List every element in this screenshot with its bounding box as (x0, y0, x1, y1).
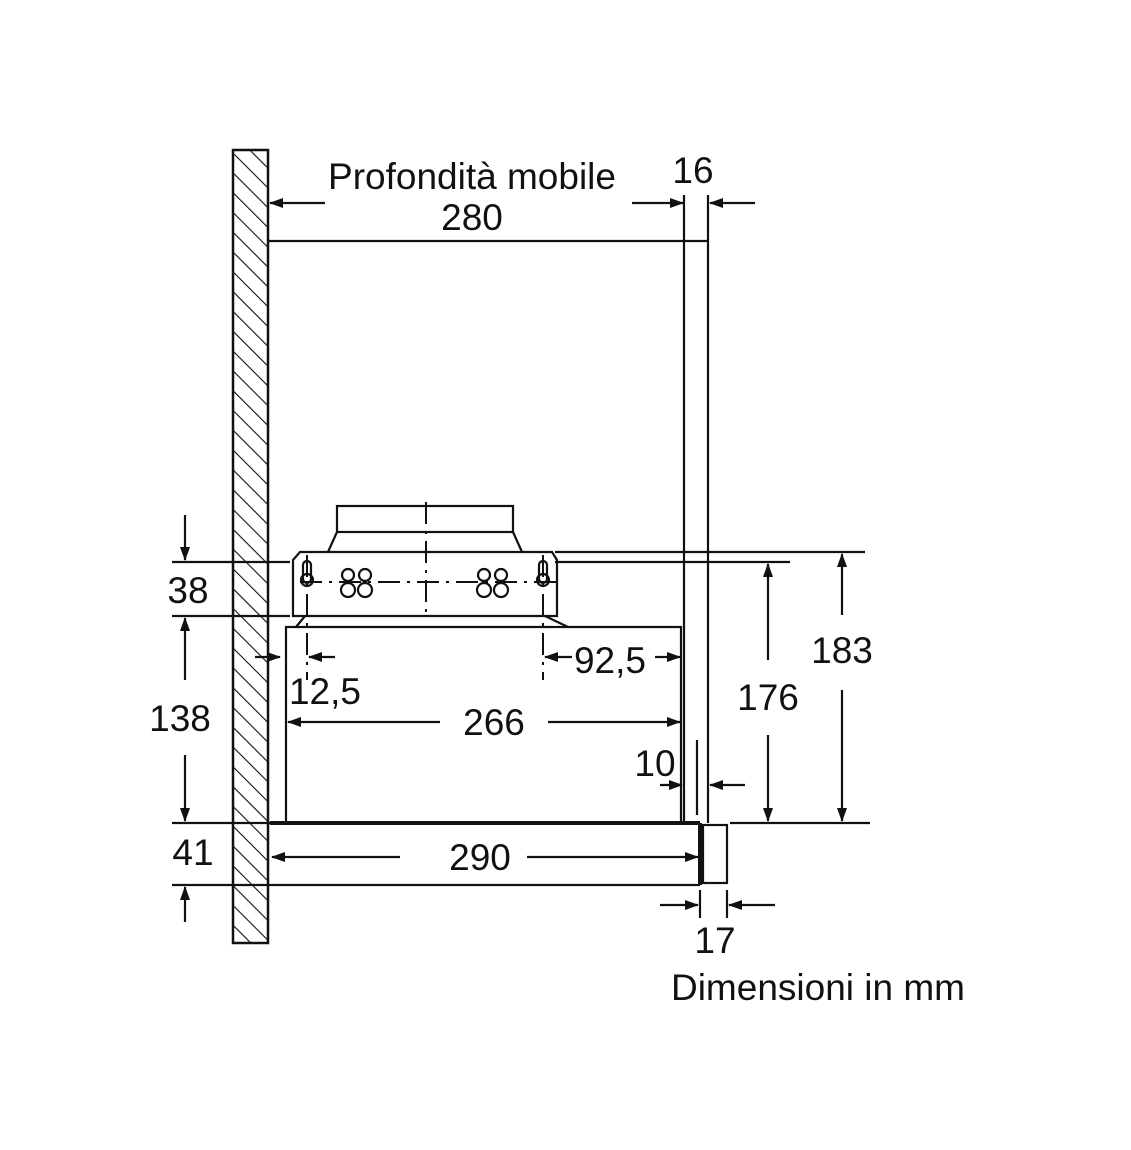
units-note: Dimensioni in mm (671, 967, 965, 1008)
dimension-arrows (180, 198, 847, 922)
hood-motor-housing (291, 502, 569, 680)
dim-290: 290 (449, 837, 511, 878)
wall (231, 148, 270, 945)
dim-10: 10 (634, 743, 675, 784)
dim-38: 38 (167, 570, 208, 611)
title-label: Profondità mobile (328, 156, 616, 197)
dim-12-5: 12,5 (289, 671, 361, 712)
dim-266: 266 (463, 702, 525, 743)
keyhole-slots (299, 559, 551, 599)
dim-41: 41 (172, 832, 213, 873)
front-panel (701, 823, 729, 885)
dim-138: 138 (149, 698, 211, 739)
dim-17: 17 (694, 920, 735, 961)
extension-lines (172, 550, 870, 918)
cabinet (268, 195, 710, 823)
dim-16: 16 (672, 150, 713, 191)
dim-176: 176 (737, 677, 799, 718)
dim-183: 183 (811, 630, 873, 671)
dim-92-5: 92,5 (574, 640, 646, 681)
dim-280: 280 (441, 197, 503, 238)
